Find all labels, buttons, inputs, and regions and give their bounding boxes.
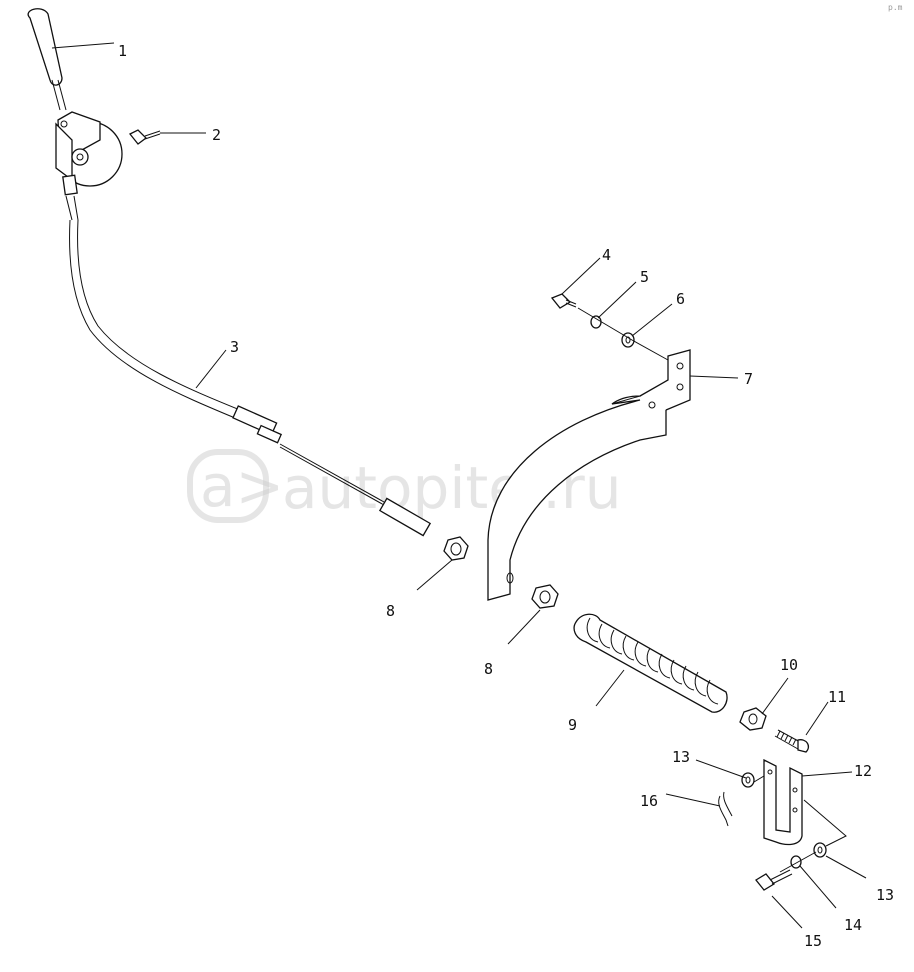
- spring-part-9: [573, 613, 728, 713]
- callout-10: 10: [780, 656, 798, 674]
- callout-7: 7: [744, 370, 753, 388]
- assembly-lines: [753, 775, 847, 873]
- clip-part-16: [718, 791, 733, 827]
- washer-13a: [741, 772, 755, 788]
- nut-part-10: [739, 707, 767, 731]
- lock-washer-part-5: [590, 315, 602, 329]
- screw-part-2: [128, 129, 161, 145]
- callout-12: 12: [854, 762, 872, 780]
- bolt-part-4: [550, 293, 577, 309]
- callout-16: 16: [640, 792, 658, 810]
- callout-1: 1: [118, 42, 127, 60]
- bracket-part-7: [487, 349, 691, 601]
- callout-labels: 1 2 3 4 5 6 7 8 8 9 10 11 12 13 13 14 15…: [118, 42, 894, 950]
- lock-washer-part-14: [790, 855, 802, 869]
- cable-part-3: [69, 219, 432, 537]
- callout-13a: 13: [672, 748, 690, 766]
- nut-8b: [531, 584, 559, 609]
- corner-mark: p.m: [888, 3, 903, 12]
- callout-3: 3: [230, 338, 239, 356]
- nut-8a: [443, 536, 469, 561]
- callout-8a: 8: [386, 602, 395, 620]
- callout-2: 2: [212, 126, 221, 144]
- callout-13b: 13: [876, 886, 894, 904]
- lever-assembly: [27, 8, 123, 221]
- callout-8b: 8: [484, 660, 493, 678]
- bolt-part-15: [755, 869, 793, 891]
- callout-9: 9: [568, 716, 577, 734]
- callout-6: 6: [676, 290, 685, 308]
- callout-14: 14: [844, 916, 862, 934]
- washer-part-6: [621, 332, 635, 348]
- watermark-logo: a>: [200, 452, 284, 520]
- clevis-part-12: [763, 758, 803, 846]
- callout-5: 5: [640, 268, 649, 286]
- threaded-rod-part-11: [774, 729, 810, 753]
- callout-15: 15: [804, 932, 822, 950]
- callout-4: 4: [602, 246, 611, 264]
- leader-lines: [51, 42, 867, 929]
- callout-11: 11: [828, 688, 846, 706]
- washer-13b: [813, 842, 827, 858]
